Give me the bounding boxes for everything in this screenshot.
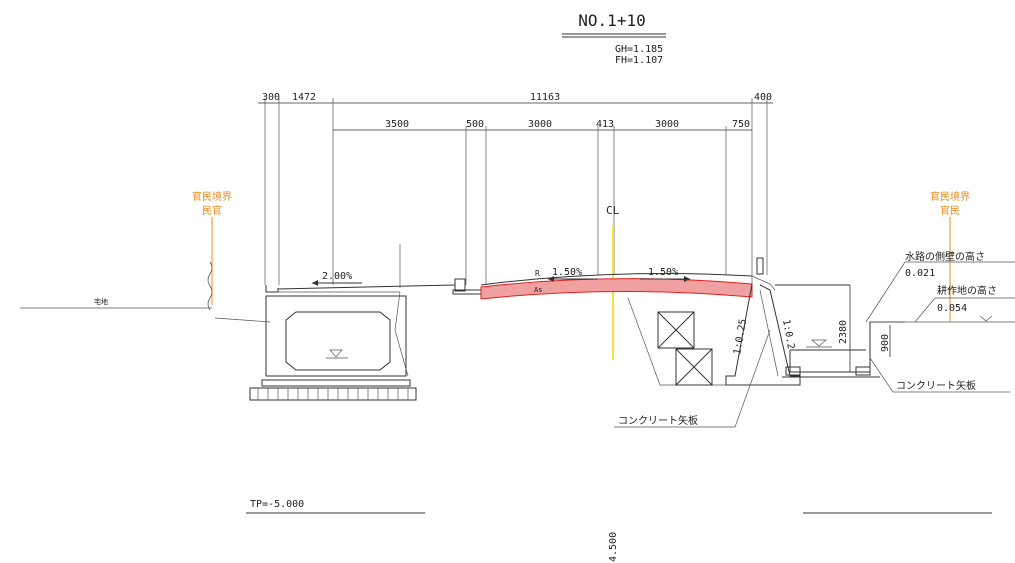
dim-2380: 2380 — [838, 320, 849, 344]
center-left-slope: 1.50% — [552, 267, 582, 278]
dim-1472: 1472 — [292, 92, 316, 103]
bottom-value: 4.500 — [608, 532, 619, 562]
farmland-value: 0.054 — [937, 303, 967, 314]
embankment — [627, 283, 801, 386]
dim-400: 400 — [754, 92, 772, 103]
right-annotations: 水路の側壁の高さ 0.021 耕作地の高さ 0.054 — [865, 250, 1015, 323]
dim-750: 750 — [732, 119, 750, 130]
left-edge-ground — [207, 261, 213, 311]
right-boundary-line1: 官民境界 — [930, 190, 970, 203]
left-slope-label: 2.00% — [322, 271, 352, 282]
red-pavement-band — [480, 278, 753, 300]
right-boundary: 官民境界 官民 — [930, 190, 970, 322]
dim-3000b: 3000 — [655, 119, 679, 130]
dim-3000a: 3000 — [528, 119, 552, 130]
left-structure — [214, 244, 456, 401]
center-left-arrowhead — [548, 276, 554, 282]
concrete-sheet-leader-1 — [734, 329, 771, 428]
section-title: NO.1+10 — [578, 11, 645, 30]
left-boundary-line2: 民官 — [202, 204, 222, 217]
tp-label: TP=-5.000 — [250, 499, 304, 510]
slope-ratio-1: 1:0.25 — [732, 318, 749, 355]
gh-value: GH=1.185 — [615, 44, 663, 55]
concrete-sheet-label-1: コンクリート矢板 — [618, 414, 698, 427]
top-dimensions: 300 1472 11163 400 — [258, 92, 773, 285]
left-boundary-line1: 官民境界 — [192, 190, 232, 203]
slope-ratio-2: 1:0.2 — [780, 319, 796, 351]
dim-3500: 3500 — [385, 119, 409, 130]
left-curb — [454, 278, 466, 292]
centerline-label: CL — [606, 204, 620, 217]
residential-label: 宅地 — [94, 297, 108, 306]
dim-900: 900 — [880, 334, 891, 352]
concrete-sheet-label-2: コンクリート矢板 — [896, 379, 976, 392]
road-surface — [480, 272, 753, 286]
right-boundary-line2: 官民 — [940, 204, 960, 217]
left-boundary: 官民境界 民官 — [192, 190, 232, 305]
waterway-label: 水路の側壁の高さ — [905, 250, 985, 263]
dim-300: 300 — [262, 92, 280, 103]
dim-500: 500 — [466, 119, 484, 130]
right-shoulder — [751, 275, 776, 291]
center-right-slope: 1.50% — [648, 267, 678, 278]
dim-11163: 11163 — [530, 92, 560, 103]
second-dimensions: 3500 500 3000 413 3000 750 — [333, 119, 752, 285]
waterway-value: 0.021 — [905, 268, 935, 279]
concrete-sheet-leader-2 — [869, 357, 894, 393]
right-waterway — [775, 284, 1015, 378]
dim-413: 413 — [596, 119, 614, 130]
fh-value: FH=1.107 — [615, 55, 663, 66]
r-label: R — [535, 269, 540, 278]
center-right-arrowhead — [684, 276, 690, 282]
right-post — [756, 257, 764, 275]
left-slope-arrowhead — [312, 280, 318, 286]
farmland-label: 耕作地の高さ — [937, 284, 997, 297]
as-label: As — [534, 286, 542, 294]
